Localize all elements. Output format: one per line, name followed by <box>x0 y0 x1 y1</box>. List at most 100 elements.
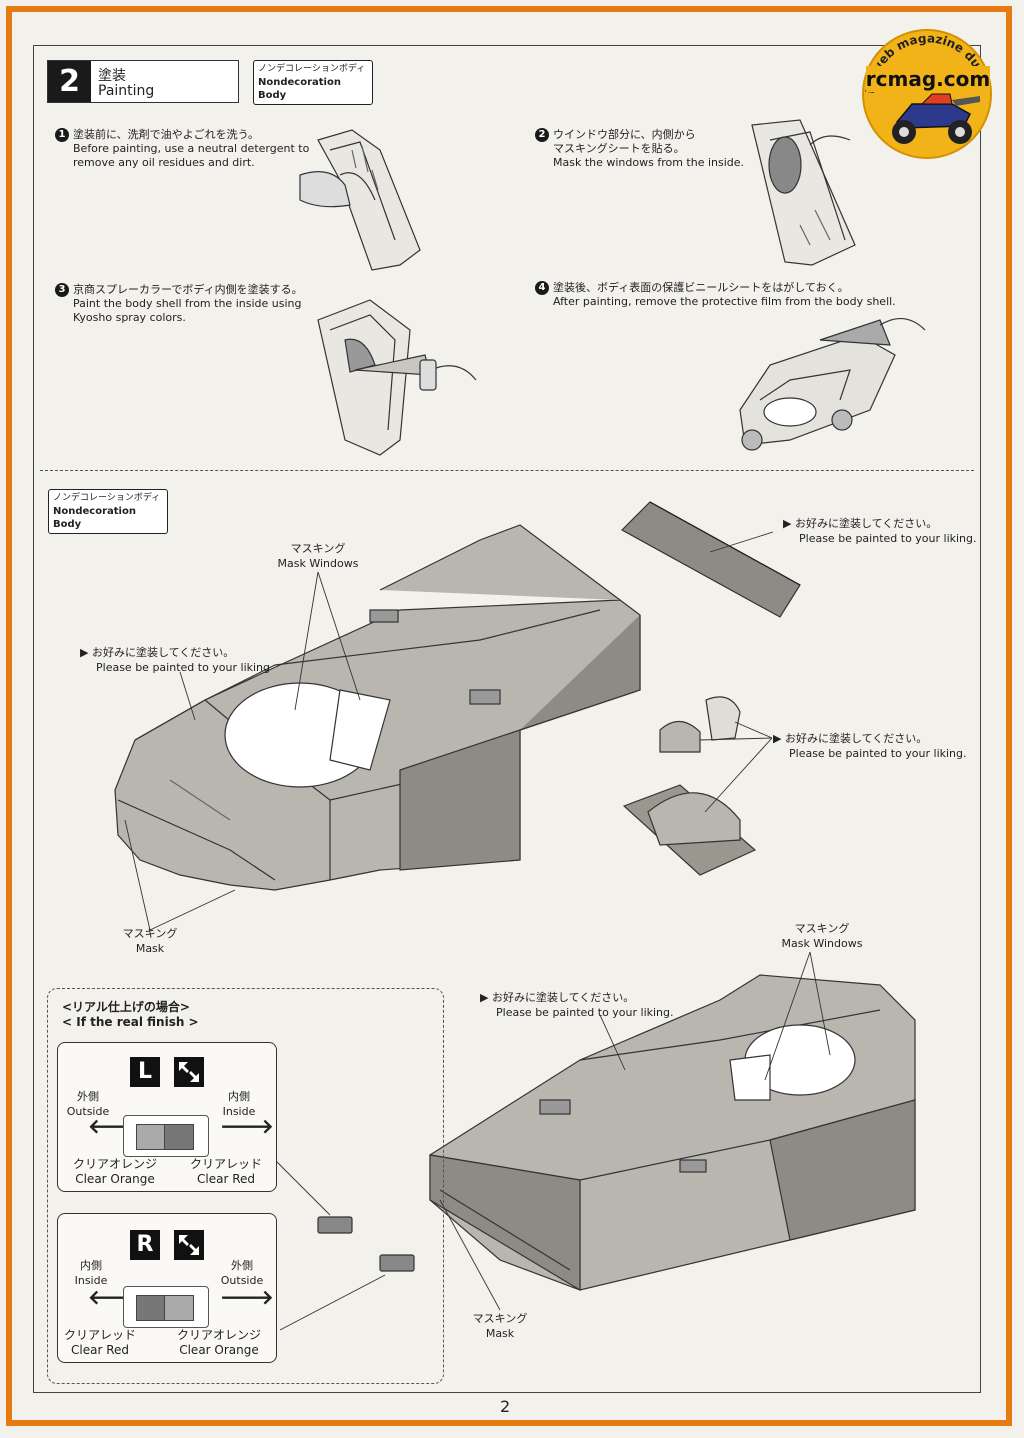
lens-diagram <box>123 1115 209 1157</box>
instruction-jp: マスキングシートを貼る。 <box>553 142 685 155</box>
label-jp: お好みに塗装してください。 <box>91 646 235 659</box>
label-en: Outside <box>66 1105 110 1118</box>
label-jp: 外側 <box>231 1259 253 1272</box>
mask-label-front: マスキング Mask <box>120 926 180 956</box>
instruction-jp: 塗装前に、洗剤で油やよごれを洗う。 <box>73 128 260 141</box>
label-jp: マスキング <box>122 927 178 940</box>
rear-wing-part <box>621 501 801 618</box>
label-jp: お好みに塗装してください。 <box>491 991 635 1004</box>
label-en: Outside <box>220 1274 264 1287</box>
instruction-en: Paint the body shell from the inside usi… <box>73 297 302 310</box>
label-en: Please be painted to your liking <box>96 661 271 674</box>
outside-label: 外側 Outside <box>64 1089 112 1119</box>
inside-label: 内側 Inside <box>68 1258 114 1288</box>
masking-windows-illustration <box>751 119 856 266</box>
real-finish-title-jp: <リアル仕上げの場合> <box>62 1000 190 1014</box>
instruction-jp: 塗装後、ボディ表面の保護ビニールシートをはがしておく。 <box>553 281 849 294</box>
reverse-side-icon <box>174 1057 204 1087</box>
mask-windows-label-rear: マスキング Mask Windows <box>762 921 882 951</box>
tag-en: Nondecoration Body <box>258 77 341 101</box>
left-lens-panel: L 外側 Outside 🡐 内側 Inside 🡒 クリアオレンジ Clear… <box>57 1042 277 1192</box>
rcmag-logo: Le web magazine du modelisme rcmag.com <box>846 11 1002 162</box>
mask-label-rear: マスキング Mask <box>465 1311 535 1341</box>
inside-label: 内側 Inside <box>214 1089 264 1119</box>
instruction-number: 3 <box>55 283 69 297</box>
instruction-3: 3 京商スプレーカラーでボディ内側を塗装する。 Paint the body sh… <box>55 283 303 325</box>
instruction-4: 4 塗装後、ボディ表面の保護ビニールシートをはがしておく。 After paint… <box>535 281 896 309</box>
body-shell-rear-view <box>429 974 916 1292</box>
step-title-jp: 塗装 <box>98 68 126 84</box>
nondecoration-tag-top: ノンデコレーションボディ Nondecoration Body <box>253 60 373 105</box>
label-jp: 内側 <box>228 1090 250 1103</box>
lens-diagram <box>123 1286 209 1328</box>
arrow-right-icon: 🡒 <box>220 1114 274 1138</box>
driver-parts <box>622 696 757 876</box>
section-divider <box>40 470 974 471</box>
instruction-en: Before painting, use a neutral detergent… <box>73 142 310 155</box>
instruction-jp: ウインドウ部分に、内側から <box>553 128 696 141</box>
tag-en: Nondecoration Body <box>53 506 136 530</box>
page-number: 2 <box>500 1397 511 1416</box>
tag-jp: ノンデコレーションボディ <box>258 64 366 74</box>
label-jp: お好みに塗装してください。 <box>784 732 928 745</box>
clear-orange-label: クリアオレンジ Clear Orange <box>162 1328 276 1358</box>
page-border <box>6 6 1012 1426</box>
washing-body-illustration <box>299 129 421 271</box>
real-finish-box <box>47 988 444 1384</box>
label-jp: クリアレッド <box>63 1328 136 1342</box>
label-en: Please be painted to your liking. <box>799 532 977 545</box>
instruction-jp: 京商スプレーカラーでボディ内側を塗装する。 <box>73 283 303 296</box>
outside-label: 外側 Outside <box>214 1258 270 1288</box>
label-en: Clear Orange <box>179 1343 259 1357</box>
label-en: Clear Red <box>71 1343 129 1357</box>
label-jp: お好みに塗装してください。 <box>794 517 938 530</box>
label-en: Please be painted to your liking. <box>496 1006 674 1019</box>
label-en: Mask <box>485 1327 515 1340</box>
logo-brand: rcmag.com <box>866 67 990 91</box>
label-en: Please be painted to your liking. <box>789 747 967 760</box>
label-jp: マスキング <box>794 922 850 935</box>
label-jp: 内側 <box>80 1259 102 1272</box>
label-en: Mask <box>135 942 165 955</box>
liking-label-body-rear: ▶ お好みに塗装してください。 Please be painted to you… <box>480 991 674 1019</box>
spray-painting-illustration <box>317 299 477 456</box>
liking-label-body-front: ▶ お好みに塗装してください。 Please be painted to you… <box>80 646 271 674</box>
mask-windows-label-top: マスキング Mask Windows <box>258 541 378 571</box>
instruction-2: 2 ウインドウ部分に、内側から マスキングシートを貼る。 Mask the win… <box>535 128 744 170</box>
buggy-icon <box>892 93 980 144</box>
instruction-number: 1 <box>55 128 69 142</box>
arrow-right-icon: 🡒 <box>220 1285 274 1309</box>
liking-label-wing: ▶ お好みに塗装してください。 Please be painted to you… <box>783 517 977 545</box>
tag-jp: ノンデコレーションボディ <box>53 493 161 503</box>
removing-film-illustration <box>739 318 926 451</box>
label-en: Inside <box>222 1105 256 1118</box>
clear-orange-label: クリアオレンジ Clear Orange <box>60 1157 170 1187</box>
reverse-side-icon <box>174 1230 204 1260</box>
label-jp: クリアオレンジ <box>176 1328 261 1342</box>
real-finish-title: <リアル仕上げの場合> < If the real finish > <box>62 1000 199 1030</box>
instruction-en: After painting, remove the protective fi… <box>553 295 896 308</box>
instruction-number: 2 <box>535 128 549 142</box>
clear-red-label: クリアレッド Clear Red <box>176 1157 276 1187</box>
manual-page-frame <box>33 45 981 1393</box>
clear-red-label: クリアレッド Clear Red <box>58 1328 142 1358</box>
lens-parts <box>317 1216 415 1272</box>
label-en: Mask Windows <box>781 937 863 950</box>
label-jp: マスキング <box>472 1312 528 1325</box>
instruction-number: 4 <box>535 281 549 295</box>
step-number: 2 <box>48 61 91 102</box>
label-en: Clear Red <box>197 1172 255 1186</box>
label-en: Mask Windows <box>277 557 359 570</box>
step-header: 2 塗装 Painting <box>47 60 239 103</box>
label-jp: マスキング <box>290 542 346 555</box>
label-en: Inside <box>74 1274 108 1287</box>
label-jp: クリアレッド <box>189 1157 262 1171</box>
instruction-en: Kyosho spray colors. <box>73 311 186 324</box>
real-finish-title-en: < If the real finish > <box>62 1015 199 1029</box>
body-shell-front-view <box>114 524 641 891</box>
liking-label-driver: ▶ お好みに塗装してください。 Please be painted to you… <box>773 732 967 760</box>
left-letter: L <box>130 1057 160 1087</box>
instruction-en: Mask the windows from the inside. <box>553 156 745 169</box>
label-jp: 外側 <box>77 1090 99 1103</box>
right-letter: R <box>130 1230 160 1260</box>
